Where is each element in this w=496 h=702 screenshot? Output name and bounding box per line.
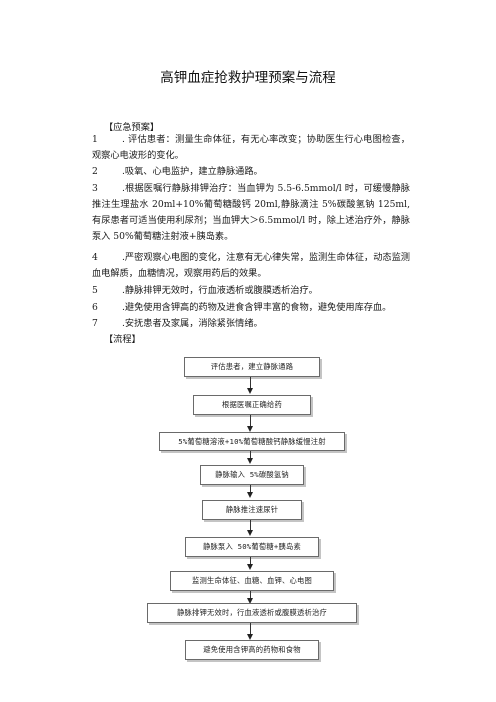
flow-step-5: 静脉推注速尿针 — [202, 500, 302, 520]
plan-item-5: 5 .静脉排钾无效时，行血液透析或腹膜透析治疗。 — [92, 283, 410, 299]
plan-item-1: 1. 评估患者：测量生命体征，有无心率改变；协助医生行心电图检查，观察心电波形的… — [92, 132, 410, 164]
flow-arrow-icon — [247, 426, 253, 432]
flow-connector — [250, 623, 251, 636]
plan-item-text: .避免使用含钾高的药物及进食含钾丰富的食物，避免使用库存血。 — [122, 302, 392, 313]
plan-item-4: 4.严密观察心电图的变化，注意有无心律失常，监测生命体征，动态监测血电解质，血糖… — [92, 250, 410, 282]
flow-arrow-icon — [247, 492, 253, 498]
flow-arrow-icon — [247, 388, 253, 394]
flow-step-1: 评估患者，建立静脉通路 — [184, 357, 320, 377]
flow-step-2: 根据医嘱正确给药 — [193, 395, 311, 415]
flow-step-3: 5%葡萄糖溶液+10%葡萄糖酸钙静脉缓慢注射 — [159, 432, 345, 451]
flow-connector — [250, 415, 251, 428]
flow-connector — [250, 377, 251, 390]
emergency-plan-heading: 【应急预案】 — [104, 122, 160, 133]
plan-item-text: . 评估患者：测量生命体征，有无心率改变；协助医生行心电图检查，观察心电波形的变… — [92, 134, 410, 161]
flow-connector — [250, 557, 251, 567]
flow-connector — [250, 451, 251, 461]
plan-item-6: 6 .避免使用含钾高的药物及进食含钾丰富的食物，避免使用库存血。 — [92, 300, 410, 316]
plan-item-3: 3.根据医嘱行静脉排钾治疗：当血钾为 5.5-6.5mmol/l 时，可缓慢静脉… — [92, 181, 410, 245]
flow-heading: 【流程】 — [104, 334, 141, 345]
flow-connector — [250, 485, 251, 495]
plan-item-number: 6 — [92, 302, 98, 313]
plan-item-number: 3 — [92, 183, 98, 194]
flow-arrow-icon — [247, 598, 253, 604]
page-title: 高钾血症抢救护理预案与流程 — [160, 70, 336, 86]
plan-item-text: .根据医嘱行静脉排钾治疗：当血钾为 5.5-6.5mmol/l 时，可缓慢静脉推… — [92, 183, 410, 242]
flow-step-8: 静脉排钾无效时，行血液透析或腹膜透析治疗 — [147, 603, 357, 623]
flow-arrow-icon — [247, 634, 253, 640]
flow-step-6: 静脉泵入 50%葡萄糖+胰岛素 — [185, 537, 319, 557]
plan-item-text: .严密观察心电图的变化，注意有无心律失常，监测生命体征，动态监测血电解质，血糖情… — [92, 252, 410, 279]
plan-item-2: 2 .吸氧、心电监护，建立静脉通路。 — [92, 164, 410, 180]
flow-connector — [250, 520, 251, 532]
plan-item-7: 7 .安抚患者及家属，消除紧张情绪。 — [92, 316, 410, 332]
plan-item-text: .吸氧、心电监护，建立静脉通路。 — [122, 166, 263, 177]
plan-item-number: 7 — [92, 318, 98, 329]
flow-step-9: 避免使用含钾高的药物和食物 — [185, 640, 319, 660]
flow-connector — [250, 591, 251, 601]
plan-item-number: 2 — [92, 166, 98, 177]
plan-item-number: 5 — [92, 285, 98, 296]
flow-step-7: 监测生命体征、血糖、血钾、心电图 — [170, 571, 334, 591]
flow-arrow-icon — [247, 564, 253, 570]
plan-item-number: 4 — [92, 252, 98, 263]
flow-step-4: 静脉输入 5%碳酸氢钠 — [200, 465, 304, 485]
flow-arrow-icon — [247, 530, 253, 536]
plan-item-text: .静脉排钾无效时，行血液透析或腹膜透析治疗。 — [122, 285, 318, 296]
flow-arrow-icon — [247, 458, 253, 464]
plan-item-text: .安抚患者及家属，消除紧张情绪。 — [122, 318, 263, 329]
plan-item-number: 1 — [92, 134, 98, 145]
